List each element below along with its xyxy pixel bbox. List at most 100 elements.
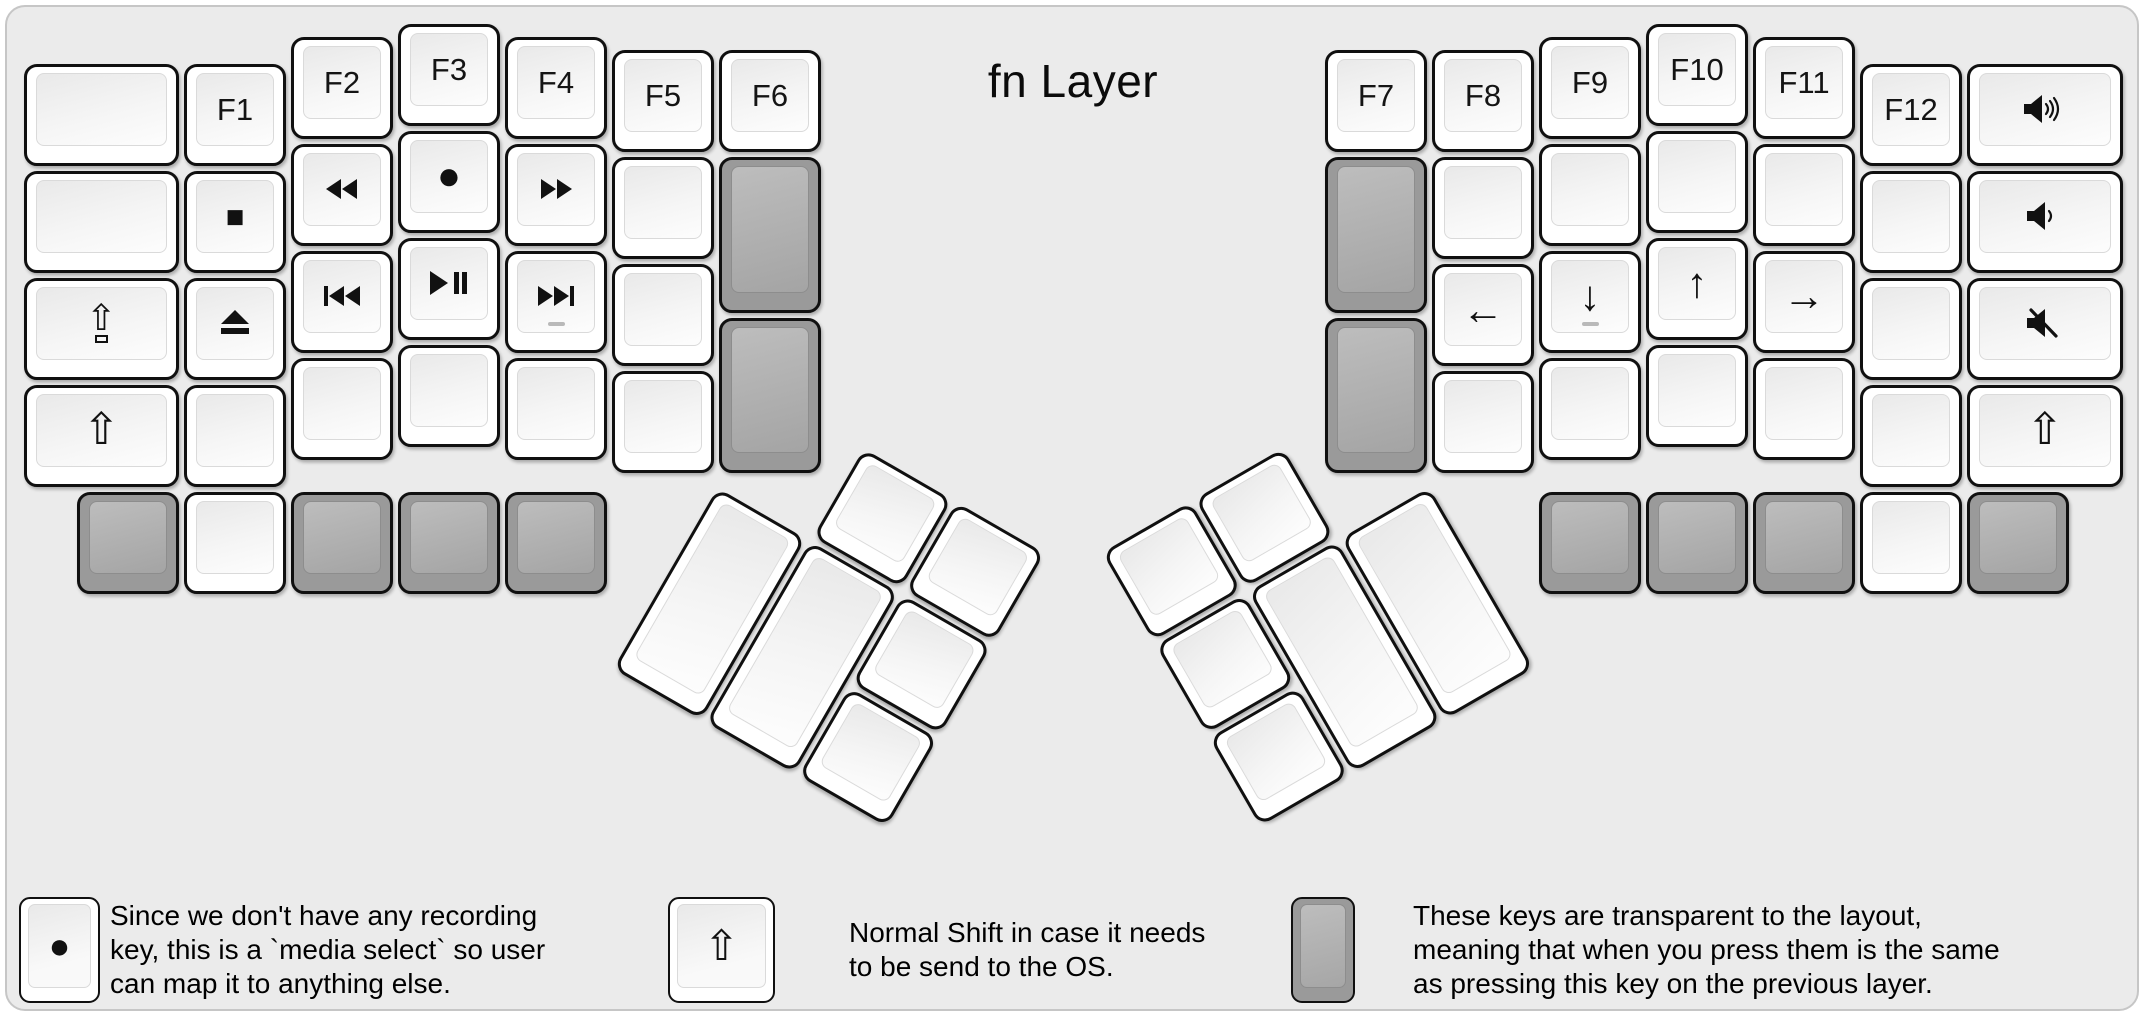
key-f6[interactable]: F6 (719, 50, 821, 153)
key-transparent[interactable] (291, 491, 393, 594)
key-f8[interactable]: F8 (1432, 50, 1534, 153)
transparent-key-icon (1300, 904, 1346, 988)
key-blank[interactable] (612, 264, 714, 367)
key-label: F8 (1464, 78, 1502, 114)
key-blank[interactable] (612, 157, 714, 260)
key-stop[interactable]: ■ (184, 170, 286, 273)
key-blank[interactable] (1860, 170, 1962, 273)
key-f12[interactable]: F12 (1860, 63, 1962, 166)
key-caps-lock[interactable]: ⇧ (23, 277, 179, 380)
keycap-top: ⇧ (1979, 393, 2111, 467)
key-blank[interactable] (184, 384, 286, 487)
key-blank[interactable] (1539, 357, 1641, 460)
key-transparent[interactable] (1539, 491, 1641, 594)
key-transparent[interactable] (398, 491, 500, 594)
key-blank[interactable] (505, 357, 607, 460)
keycap-top (1979, 286, 2111, 360)
key-shift[interactable]: ⇧ (1967, 384, 2123, 487)
key-volume-down[interactable] (1967, 170, 2123, 273)
key-label: F7 (1357, 78, 1395, 114)
key-f5[interactable]: F5 (612, 50, 714, 153)
key-blank[interactable] (1860, 277, 1962, 380)
key-transparent[interactable] (505, 491, 607, 594)
key-arrow-down[interactable]: ↓ (1539, 250, 1641, 353)
keycap-top: F10 (1658, 32, 1736, 106)
key-next-track[interactable] (505, 250, 607, 353)
keycap-top: F3 (410, 32, 488, 106)
key-transparent[interactable] (1967, 491, 2069, 594)
key-blank[interactable] (184, 491, 286, 594)
keycap-top: ● (410, 139, 488, 213)
key-transparent[interactable] (1325, 157, 1427, 313)
keycap-top (1444, 380, 1522, 454)
key-blank[interactable] (1860, 384, 1962, 487)
keycap-top (517, 366, 595, 440)
fast-forward-icon (538, 177, 574, 201)
keycap-top (624, 273, 702, 347)
key-label: F5 (644, 78, 682, 114)
key-eject[interactable] (184, 277, 286, 380)
key-blank[interactable] (1432, 371, 1534, 474)
key-blank[interactable] (1539, 143, 1641, 246)
key-f4[interactable]: F4 (505, 36, 607, 139)
keycap-top: ↑ (1658, 246, 1736, 320)
keycap-top (303, 152, 381, 226)
key-blank[interactable] (1432, 157, 1534, 260)
key-blank[interactable] (1753, 357, 1855, 460)
keycap-top (1337, 166, 1415, 293)
key-f3[interactable]: F3 (398, 23, 500, 126)
key-f2[interactable]: F2 (291, 36, 393, 139)
key-blank[interactable] (1753, 143, 1855, 246)
key-blank[interactable] (291, 357, 393, 460)
key-rewind[interactable] (291, 143, 393, 246)
key-f11[interactable]: F11 (1753, 36, 1855, 139)
legend-transparent-key (1291, 897, 1355, 1003)
keycap-top (624, 166, 702, 240)
key-label: F4 (537, 64, 575, 100)
key-f10[interactable]: F10 (1646, 23, 1748, 126)
key-transparent[interactable] (1325, 317, 1427, 474)
keycap-top: ← (1444, 273, 1522, 347)
key-transparent[interactable] (719, 317, 821, 474)
key-blank[interactable] (23, 63, 179, 166)
key-transparent[interactable] (77, 491, 179, 594)
key-f1[interactable]: F1 (184, 63, 286, 166)
keycap-top (196, 500, 274, 574)
key-blank[interactable] (398, 344, 500, 447)
keycap-top (1337, 326, 1415, 454)
key-transparent[interactable] (1646, 491, 1748, 594)
key-f7[interactable]: F7 (1325, 50, 1427, 153)
key-record[interactable]: ● (398, 130, 500, 233)
legend-record-keycap: ● (28, 904, 91, 988)
key-label: F12 (1884, 91, 1938, 127)
key-transparent[interactable] (1753, 491, 1855, 594)
legend-record-key: ● (19, 897, 100, 1003)
key-f9[interactable]: F9 (1539, 36, 1641, 139)
key-arrow-left[interactable]: ← (1432, 264, 1534, 367)
keycap-top (410, 353, 488, 427)
key-shift[interactable]: ⇧ (23, 384, 179, 487)
key-blank[interactable] (612, 371, 714, 474)
key-blank[interactable] (1646, 130, 1748, 233)
key-label: F6 (751, 78, 789, 114)
key-volume-up[interactable] (1967, 63, 2123, 166)
key-blank[interactable] (1646, 344, 1748, 447)
keycap-top: F1 (196, 72, 274, 146)
key-blank[interactable] (1860, 491, 1962, 594)
keycap-top (1872, 393, 1950, 467)
keycap-top: F7 (1337, 59, 1415, 133)
key-transparent[interactable] (719, 157, 821, 313)
key-blank[interactable] (23, 170, 179, 273)
key-play-pause[interactable] (398, 237, 500, 340)
key-arrow-up[interactable]: ↑ (1646, 237, 1748, 340)
key-fast-forward[interactable] (505, 143, 607, 246)
key-label: F1 (216, 91, 254, 127)
keycap-top (1444, 166, 1522, 240)
key-volume-mute[interactable] (1967, 277, 2123, 380)
key-prev-track[interactable] (291, 250, 393, 353)
homing-bump (1582, 322, 1599, 326)
keycap-top (1551, 366, 1629, 440)
legend-shift-key: ⇧ (668, 897, 775, 1003)
key-arrow-right[interactable]: → (1753, 250, 1855, 353)
